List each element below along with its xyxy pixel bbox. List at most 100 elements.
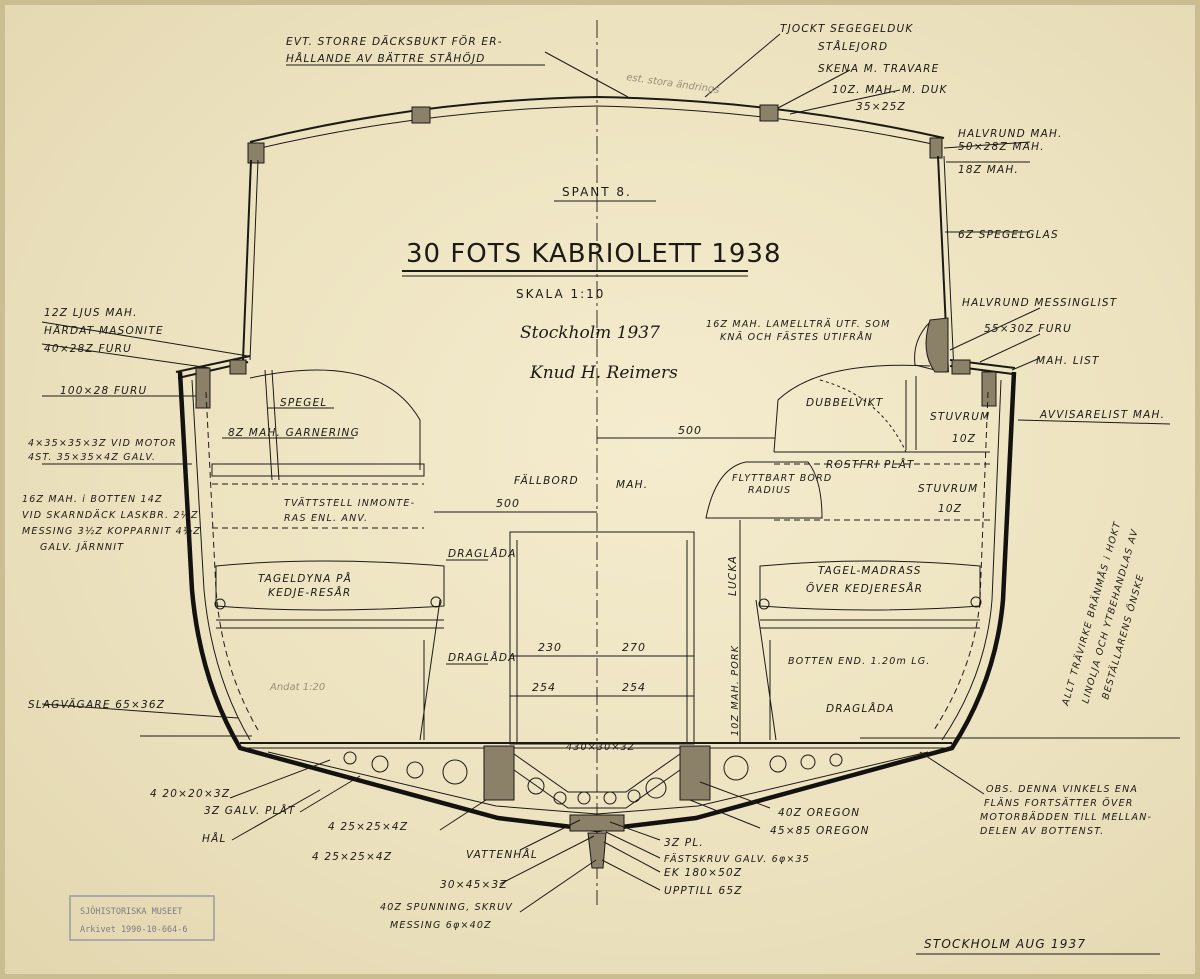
label-pl-3: 3Z PL. — [664, 837, 704, 849]
label-top-right-2: STÅLEJORD — [818, 40, 888, 53]
label-halvrund-1: HALVRUND MAH. — [958, 128, 1063, 140]
bilge-structure — [267, 745, 929, 869]
label-left-mid-3: MESSING 3½Z KOPPARNIT 4½Z — [22, 526, 201, 537]
label-stuvrum-1: STUVRUM — [930, 411, 990, 423]
pencil-note-top: est. stora ändrings — [626, 72, 721, 96]
label-obs-4: DELEN AV BOTTENST. — [980, 826, 1104, 837]
label-tagel-right-1: TAGEL-MADRASS — [818, 565, 922, 577]
label-halvrund-2: 50×28Z MAH. — [958, 141, 1045, 153]
label-fastskruv: FÄSTSKRUV GALV. 6φ×35 — [664, 854, 810, 865]
pencil-note-left: Andat 1:20 — [269, 682, 325, 693]
label-upptill: UPPTILL 65Z — [664, 885, 743, 897]
dimension-values: 500 500 230 270 254 254 — [496, 424, 702, 694]
label-botten: BOTTEN END. 1.20m LG. — [788, 656, 931, 667]
label-left-top-3: 40×28Z FURU — [44, 343, 132, 355]
label-vattenhal: VATTENHÅL — [466, 848, 538, 861]
dim-254-left: 254 — [532, 681, 556, 694]
label-lamell-2: KNÄ OCH FÄSTES UTIFRÅN — [720, 331, 873, 343]
label-left-mid-1: 16Z MAH. i BOTTEN 14Z — [22, 494, 163, 505]
label-stuvrum-2: STUVRUM — [918, 483, 978, 495]
label-lucka: LUCKA — [727, 555, 739, 596]
label-spunning-2: MESSING 6φ×40Z — [390, 920, 492, 931]
label-spegelglas: 6Z SPEGELGLAS — [958, 229, 1059, 241]
label-10-b: 10Z — [938, 503, 962, 515]
label-vinkel-25a: 4 25×25×4Z — [328, 821, 408, 833]
label-obs-1: OBS. DENNA VINKELS ENA — [986, 784, 1138, 795]
archive-stamp: SJÖHISTORISKA MUSEET Arkivet 1990-10-664… — [69, 895, 215, 941]
label-tageldyna-2: KEDJE-RESÅR — [268, 586, 351, 599]
section-label: SPANT 8. — [562, 185, 632, 199]
right-berth — [705, 364, 990, 742]
leader-lines — [41, 33, 1180, 913]
label-oregon-40: 40Z OREGON — [778, 807, 860, 819]
label-spegel: SPEGEL — [280, 397, 327, 409]
label-left-top-2: HÅRDAT MASONITE — [44, 324, 164, 337]
dim-500-left: 500 — [496, 497, 520, 510]
label-deck-camber-1: EVT. STORRE DÄCKSBUKT FÖR ER- — [286, 35, 503, 48]
left-berth — [211, 369, 445, 741]
label-flyttbart-2: RADIUS — [748, 485, 791, 496]
dim-500-right: 500 — [678, 424, 702, 437]
label-lamell-1: 16Z MAH. LAMELLTRÄ UTF. SOM — [706, 319, 891, 330]
label-ek: EK 180×50Z — [664, 867, 742, 879]
label-furu-55: 55×30Z FURU — [984, 323, 1072, 335]
label-vinkel-430: 430×30×3Z — [566, 742, 636, 753]
label-vinkel-20: 4 20×20×3Z — [150, 788, 230, 800]
dim-270: 270 — [622, 641, 646, 654]
svg-text:SJÖHISTORISKA MUSEET: SJÖHISTORISKA MUSEET — [80, 906, 182, 917]
label-vinkel-25b: 4 25×25×4Z — [312, 851, 392, 863]
label-top-right-4: 10Z. MAH. M. DUK — [832, 84, 948, 96]
label-left-mid-2: VID SKARNDÄCK LASKBR. 2½Z — [22, 510, 199, 521]
svg-text:Arkivet 1990-10-664-6: Arkivet 1990-10-664-6 — [80, 925, 187, 935]
label-top-right-5: 35×25Z — [856, 101, 906, 113]
label-dubbelvikt: DUBBELVIKT — [806, 397, 884, 409]
label-draglada-1: DRAGLÅDA — [448, 547, 517, 560]
label-mah-list: MAH. LIST — [1036, 355, 1100, 367]
label-draglada-2: DRAGLÅDA — [448, 651, 517, 664]
label-vid-motor-1: 4×35×35×3Z VID MOTOR — [28, 438, 177, 449]
footer-place-date: STOCKHOLM AUG 1937 — [924, 937, 1086, 951]
label-avvisarelist: AVVISARELIST MAH. — [1039, 409, 1165, 421]
label-oregon-45: 45×85 OREGON — [770, 825, 870, 837]
label-furu-100: 100×28 FURU — [60, 385, 147, 397]
scale-label: SKALA 1:10 — [516, 287, 605, 301]
deck-edges — [175, 355, 1016, 409]
label-tvattstell-2: RAS ENL. ANV. — [284, 513, 368, 524]
label-top-right-3: SKENA M. TRAVARE — [818, 63, 939, 75]
label-fallbord-mah: MAH. — [616, 479, 648, 491]
title-block: SPANT 8. 30 FOTS KABRIOLETT 1938 SKALA 1… — [402, 185, 782, 383]
label-obs-3: MOTORBÄDDEN TILL MELLAN- — [980, 812, 1152, 823]
dim-254-right: 254 — [622, 681, 646, 694]
drawing-title: 30 FOTS KABRIOLETT 1938 — [406, 239, 782, 269]
label-spunning-1: 40Z SPUNNING, SKRUV — [380, 902, 513, 913]
annotations: EVT. STORRE DÄCKSBUKT FÖR ER- HÅLLANDE A… — [22, 23, 1165, 931]
label-pork: 10Z MAH. PORK — [730, 645, 741, 736]
label-fallbord: FÄLLBORD — [514, 474, 579, 487]
label-hal: HÅL — [202, 832, 227, 845]
label-top-right-1: TJOCKT SEGEGELDUK — [780, 23, 914, 35]
label-tageldyna-1: TAGELDYNA PÅ — [258, 572, 352, 585]
label-halvrund-messing: HALVRUND MESSINGLIST — [962, 297, 1118, 309]
label-tagel-right-2: ÖVER KEDJERESÅR — [806, 582, 923, 595]
signature-date: Stockholm 1937 — [520, 323, 660, 343]
label-obs-2: FLÄNS FORTSÄTTER ÖVER — [984, 798, 1134, 809]
label-10-a: 10Z — [952, 433, 976, 445]
cabin-sides — [242, 155, 955, 373]
engine-box — [509, 531, 695, 745]
label-vinkel-30: 30×45×3Z — [440, 879, 508, 891]
signature-name: Knud H. Reimers — [529, 363, 678, 383]
label-deck-camber-2: HÅLLANDE AV BÄTTRE STÅHÖJD — [286, 52, 486, 65]
label-mah-18: 18Z MAH. — [958, 164, 1019, 176]
cabin-roof — [247, 95, 945, 164]
label-left-top-1: 12Z LJUS MAH. — [44, 307, 138, 319]
label-garnering: 8Z MAH. GARNERING — [228, 427, 360, 439]
label-tvattstell-1: TVÄTTSTELL INMONTE- — [284, 498, 415, 509]
label-slagvagare: SLAGVÄGARE 65×36Z — [28, 698, 165, 711]
label-galv-plat: 3Z GALV. PLÅT — [204, 804, 296, 817]
dim-230: 230 — [538, 641, 562, 654]
label-rostfri: ROSTFRI PLÅT — [826, 458, 915, 471]
dimension-lines — [434, 437, 775, 697]
label-left-mid-4: GALV. JÄRNNIT — [40, 542, 124, 553]
